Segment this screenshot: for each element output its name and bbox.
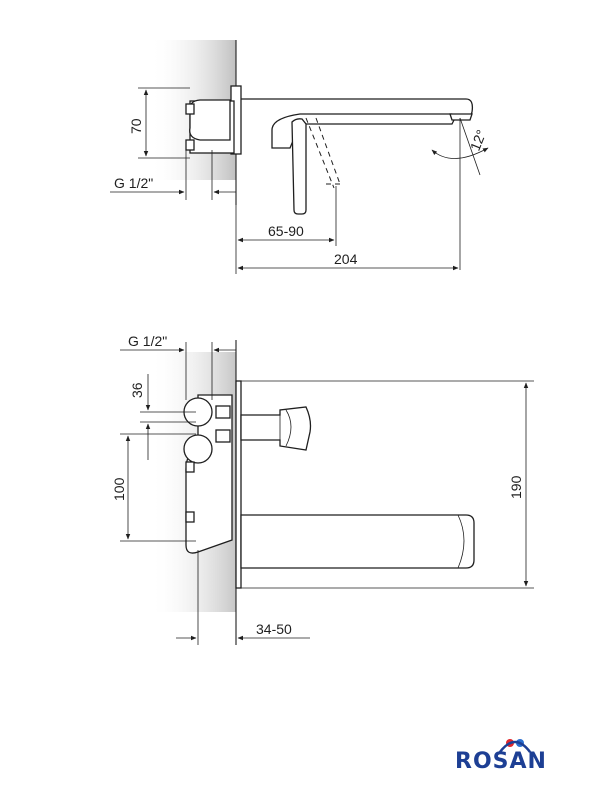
logo-text: ROSAN [455,749,547,774]
logo-arc [499,740,531,753]
valve-handle-top [189,99,231,141]
spout-front-bevel [457,514,465,569]
mount-screw-1 [185,461,195,473]
back-plate-front [235,380,242,589]
dim-height-label: 70 [128,118,144,134]
spout-top [241,98,474,149]
spout-front [240,514,475,569]
small-collar-1 [215,405,231,419]
lever-travel-2 [315,117,341,185]
dim-spacing-small-label: 36 [129,382,145,398]
mount-screw-2 [185,511,195,523]
valve-fitting-top-2 [185,139,195,151]
valve-fitting-top [185,103,195,115]
dim-angle-label: 12° [467,127,490,153]
valve-port-lower [183,434,213,464]
dim-total-height-label: 190 [508,475,524,499]
front-view: G 1/2" 36 100 190 34-50 [111,333,534,645]
angle-ref-slanted [459,117,481,176]
dim-offset-label: 34-50 [256,621,292,637]
dim-thread-label: G 1/2" [114,175,153,191]
dim-depth-label: 65-90 [268,223,304,239]
top-view: 12° 70 G 1/2" 65-90 204 [110,40,489,274]
dim-spacing-large-label: 100 [111,477,127,501]
handle-front [240,406,312,451]
spout-tip-top [449,113,473,121]
brand-logo: ROSAN [455,739,547,774]
small-collar-2 [215,429,231,443]
angle-arc [431,147,489,159]
lever-travel-1 [305,117,335,189]
dim-length-label: 204 [334,251,358,267]
dim-thread2-label: G 1/2" [128,333,167,349]
handle-curve [285,409,292,447]
lever-top [291,118,307,215]
